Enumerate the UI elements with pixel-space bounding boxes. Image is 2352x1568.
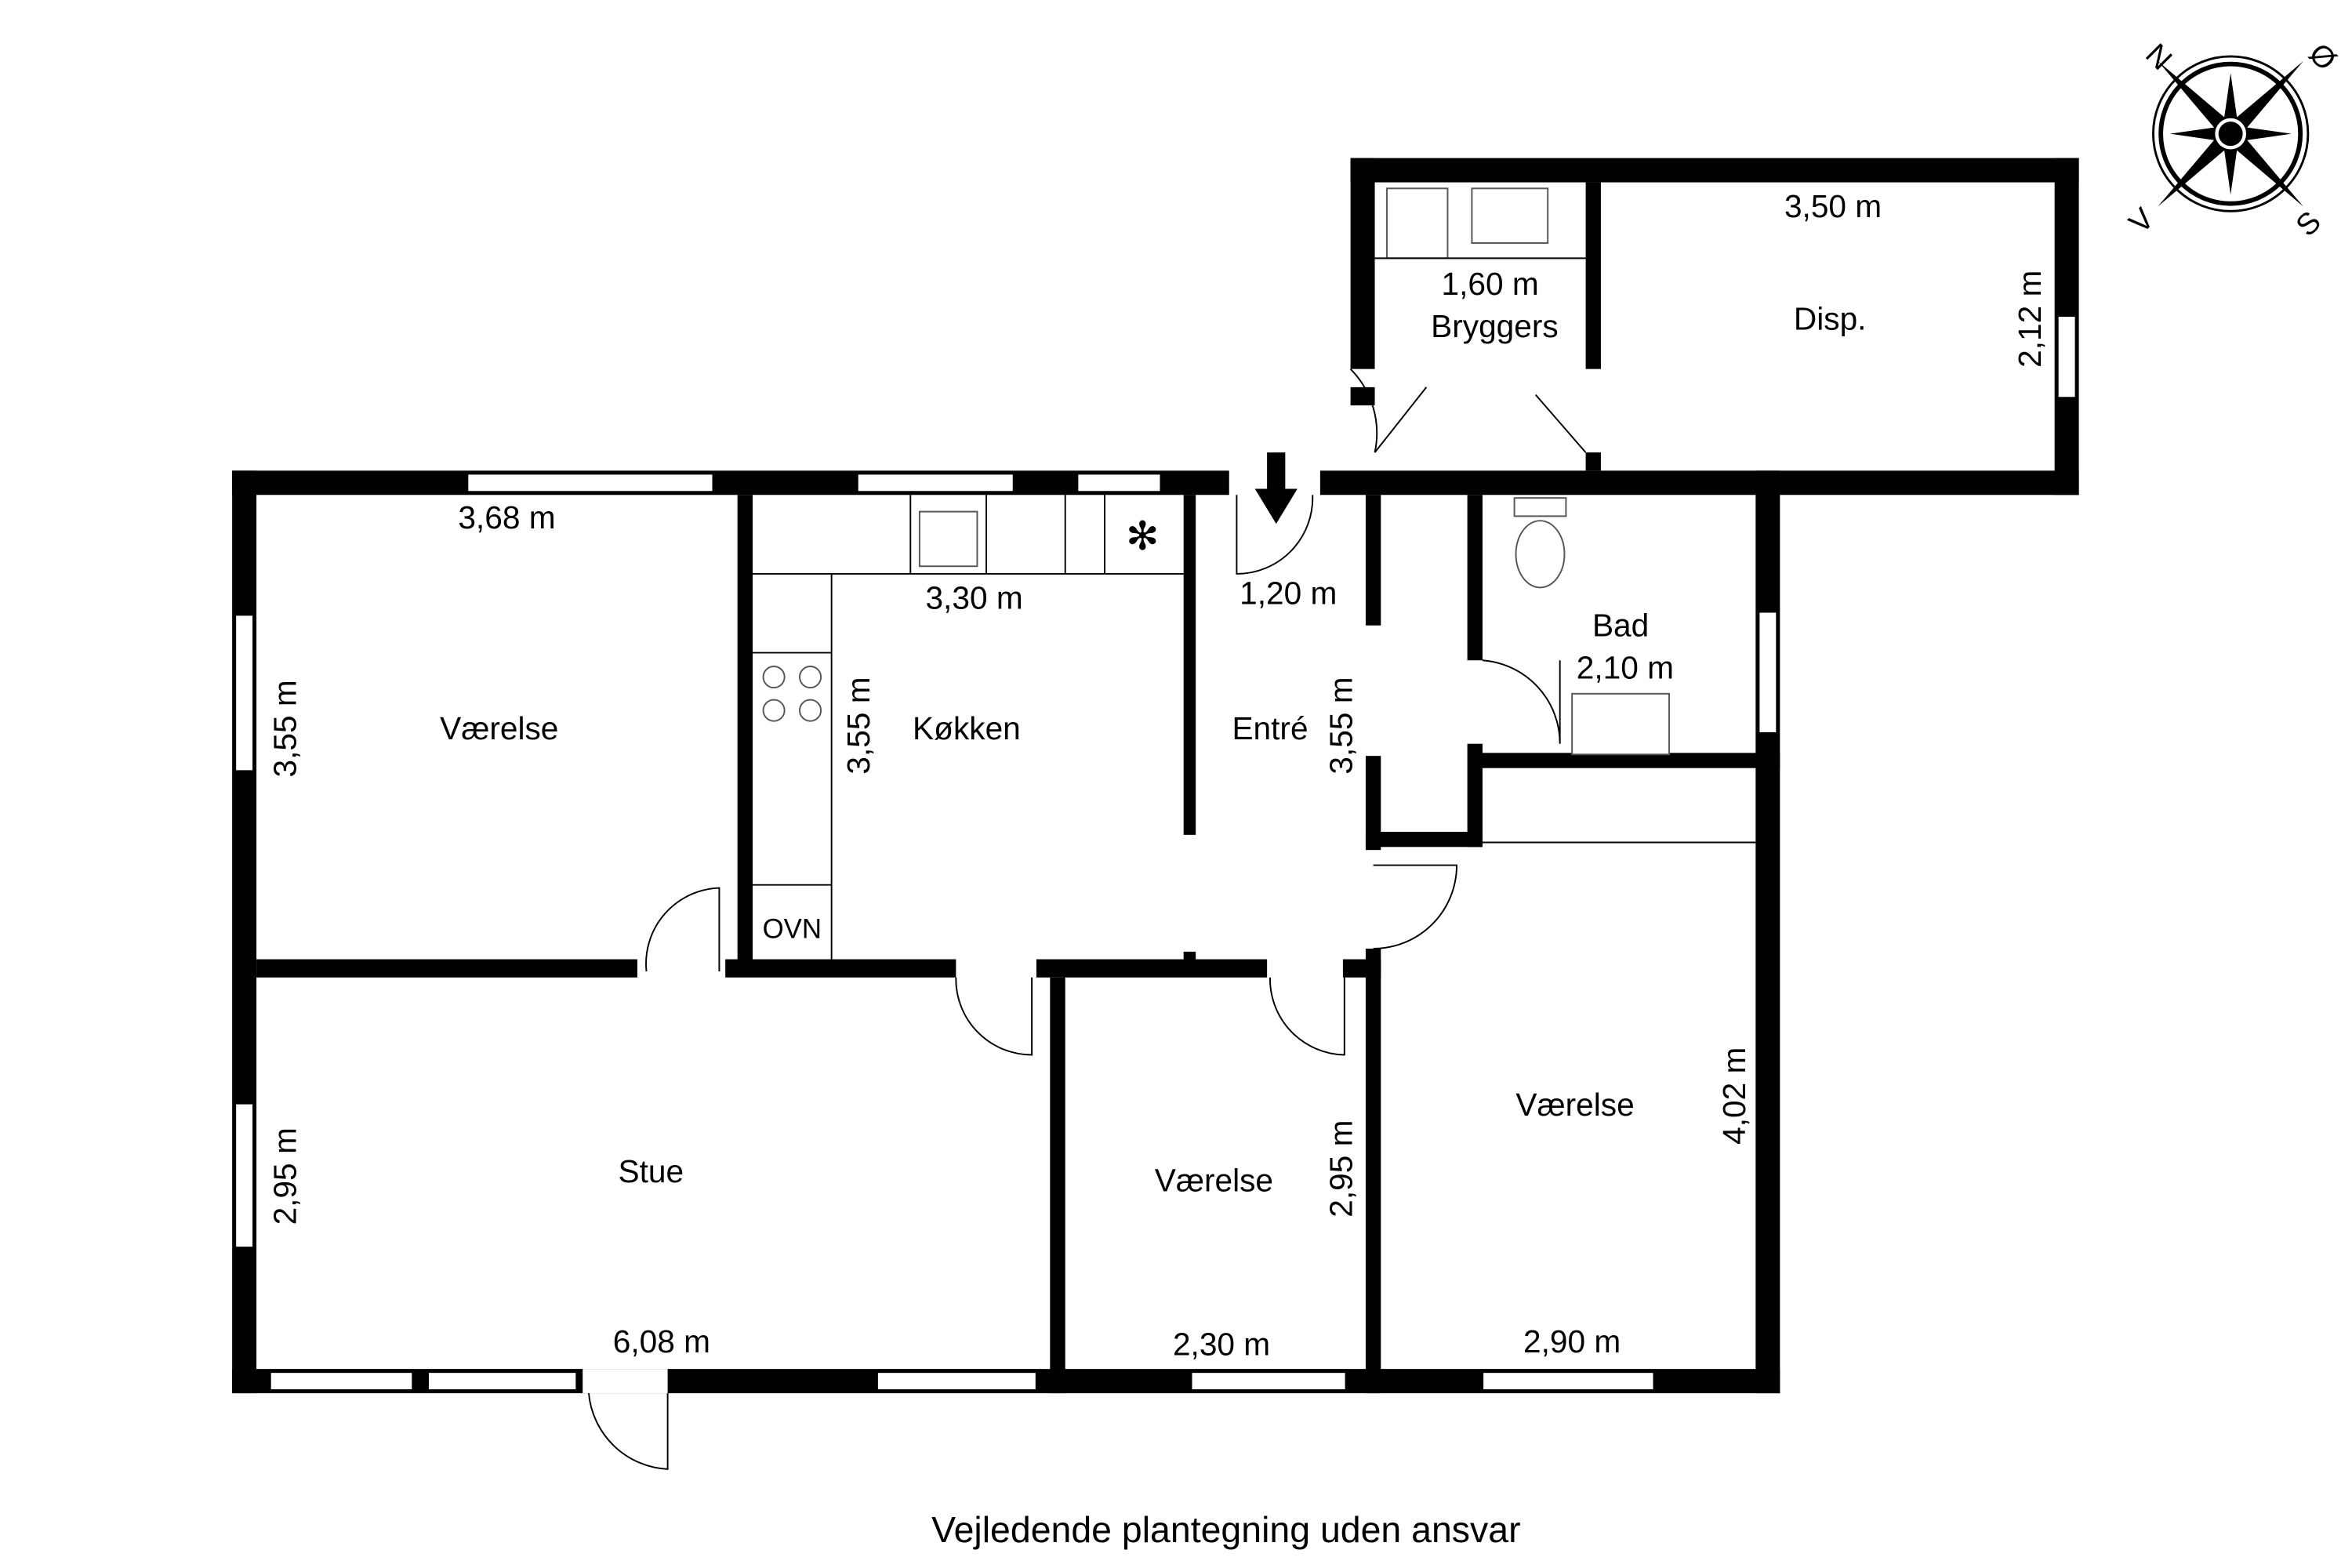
room-width: 2,10 m bbox=[1577, 649, 1674, 685]
doors bbox=[588, 368, 1587, 1470]
compass-north: N bbox=[2139, 38, 2178, 77]
compass-rose-icon: N Ø S V bbox=[2122, 37, 2343, 243]
room-name: Værelse bbox=[1155, 1163, 1273, 1199]
freezer-icon: ✻ bbox=[1126, 514, 1159, 558]
room-width: 3,30 m bbox=[925, 579, 1022, 615]
room-depth: 3,55 m bbox=[267, 680, 303, 777]
compass-east: Ø bbox=[2303, 37, 2343, 78]
footer-note: Vejledende plantegning uden ansvar bbox=[931, 1509, 1520, 1550]
shower-icon bbox=[1571, 692, 1670, 756]
room-width: 1,60 m bbox=[1442, 266, 1539, 302]
room-depth: 3,55 m bbox=[840, 677, 877, 774]
room-depth: 2,95 m bbox=[1323, 1120, 1359, 1218]
compass-west: V bbox=[2122, 201, 2161, 240]
washing-machine-icon bbox=[1386, 187, 1549, 260]
compass-south: S bbox=[2289, 205, 2328, 243]
room-name: Bad bbox=[1592, 607, 1649, 643]
room-labels: Værelse 3,68 m 3,55 m Køkken 3,30 m 3,55… bbox=[267, 188, 2048, 1550]
room-name: Bryggers bbox=[1431, 308, 1559, 344]
room-width: 3,68 m bbox=[458, 499, 555, 535]
oven-label: OVN bbox=[763, 913, 822, 944]
room-depth: 2,12 m bbox=[2012, 270, 2048, 368]
room-name: Værelse bbox=[1515, 1087, 1634, 1123]
room-width: 1,20 m bbox=[1240, 575, 1337, 612]
kitchen-counter bbox=[753, 495, 1184, 960]
walls bbox=[232, 158, 2079, 1394]
stove-icon bbox=[762, 666, 822, 722]
room-name: Stue bbox=[619, 1153, 684, 1189]
room-depth: 4,02 m bbox=[1716, 1047, 1752, 1145]
room-width: 6,08 m bbox=[613, 1323, 710, 1359]
sink-icon bbox=[918, 510, 978, 568]
entrance-arrow-icon bbox=[1254, 452, 1298, 524]
room-name: Disp. bbox=[1794, 300, 1867, 336]
room-depth: 2,95 m bbox=[267, 1127, 303, 1225]
room-width: 2,30 m bbox=[1173, 1327, 1270, 1363]
room-name: Værelse bbox=[440, 710, 558, 746]
room-name: Køkken bbox=[913, 710, 1021, 746]
toilet-icon bbox=[1513, 497, 1567, 589]
room-width: 2,90 m bbox=[1523, 1323, 1621, 1359]
room-name: Entré bbox=[1232, 710, 1308, 746]
room-width: 3,50 m bbox=[1784, 188, 1882, 224]
room-depth: 3,55 m bbox=[1323, 677, 1359, 774]
